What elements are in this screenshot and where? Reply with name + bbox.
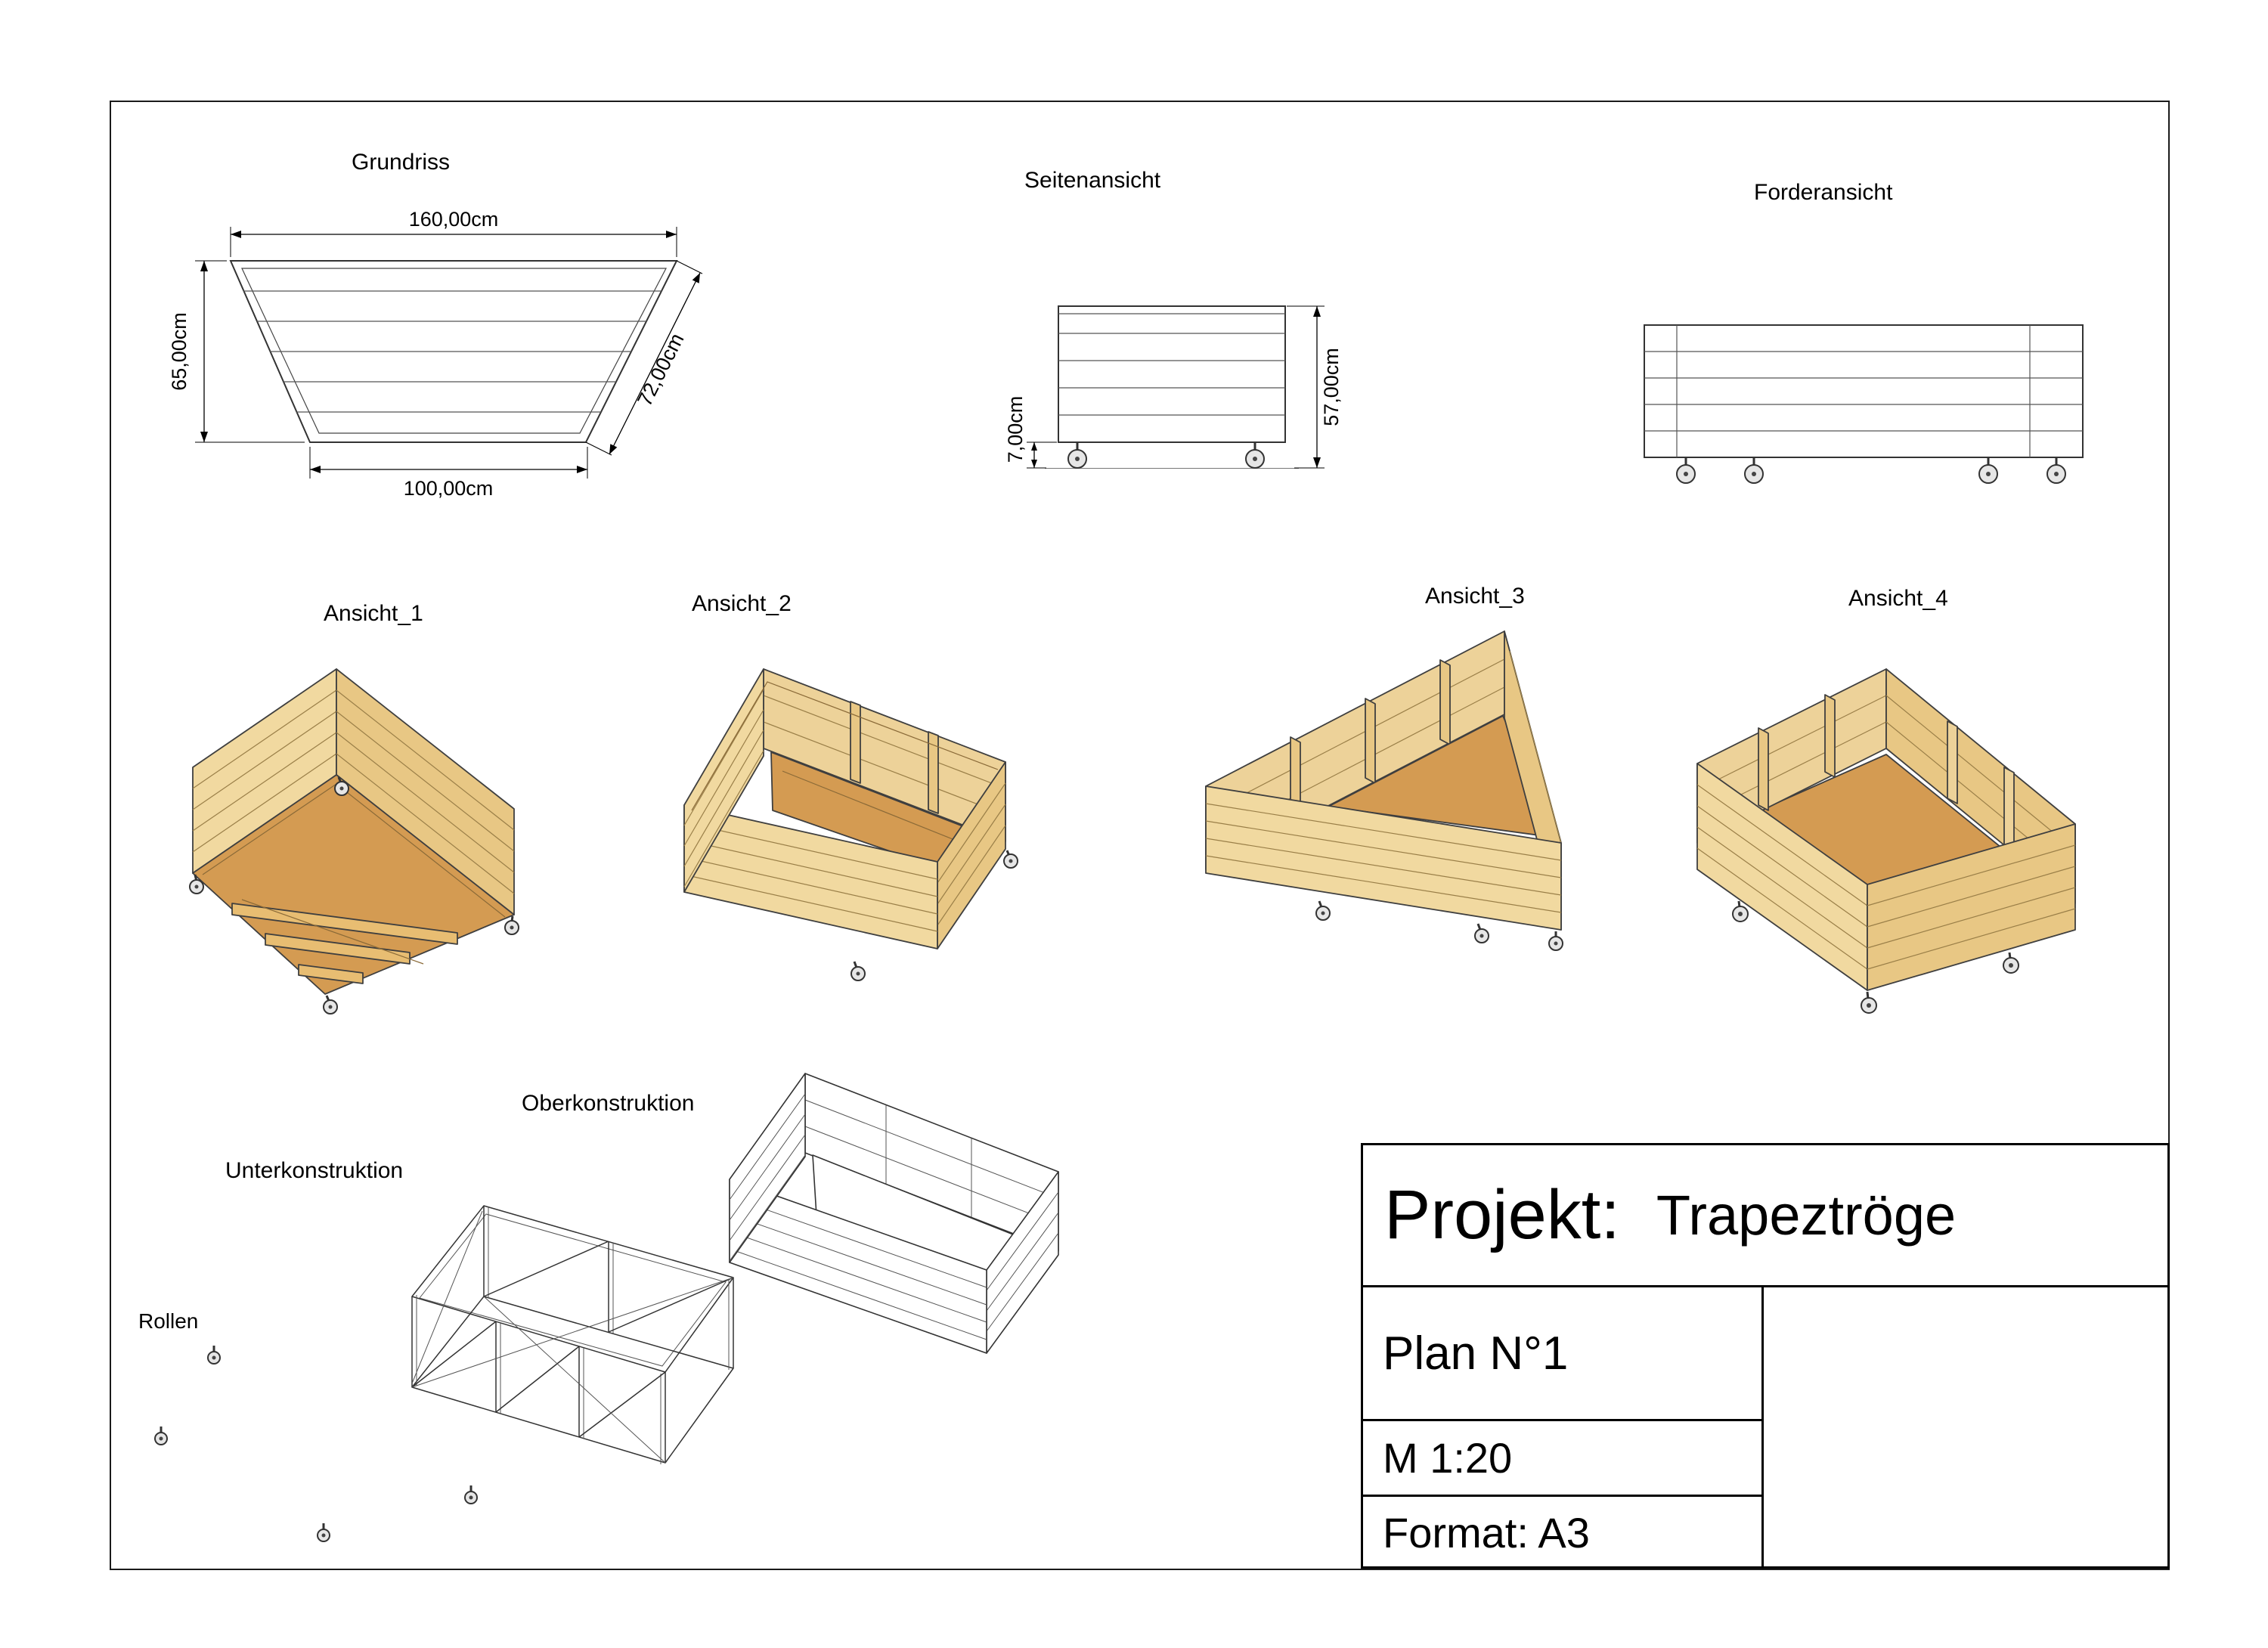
- project-label: Projekt:: [1384, 1176, 1620, 1253]
- caster-icon: [504, 915, 519, 935]
- ansicht1-drawing: [189, 668, 519, 1015]
- batten: [850, 701, 861, 784]
- caster-icon: [1978, 457, 1998, 484]
- forderansicht-label: Forderansicht: [1754, 180, 1893, 205]
- batten: [1365, 698, 1376, 784]
- format-value: Format: A3: [1383, 1509, 1590, 1557]
- caster-icon: [323, 995, 338, 1015]
- caster-icon: [1548, 931, 1563, 951]
- dimension-top: 160,00cm: [230, 208, 677, 257]
- grundriss-label: Grundriss: [352, 150, 451, 175]
- ansicht2-drawing: [683, 668, 1018, 981]
- caster-icon: [2046, 457, 2066, 484]
- caster-icon: [1003, 850, 1018, 869]
- caster-icon: [1315, 900, 1331, 921]
- plan-number: Plan N°1: [1383, 1327, 1569, 1380]
- seitenansicht-label: Seitenansicht: [1024, 168, 1161, 193]
- caster-icon: [1744, 457, 1764, 484]
- front-right-wall: [1867, 823, 2076, 991]
- project-name: Trapeztröge: [1656, 1184, 1957, 1247]
- dimension-bottom: 100,00cm: [309, 447, 588, 500]
- ansicht2-label: Ansicht_2: [692, 591, 792, 616]
- caster-icon: [1067, 442, 1087, 469]
- front-view-box: [1644, 324, 2084, 458]
- caster-icon: [1732, 900, 1749, 922]
- batten: [1947, 720, 1958, 804]
- caster-icon: [334, 776, 349, 796]
- unterkonstruktion-drawing: [411, 1205, 734, 1464]
- batten: [1824, 694, 1836, 778]
- seitenansicht-drawing: 57,00cm 7,00cm: [1004, 305, 1343, 469]
- forderansicht-drawing: [1644, 324, 2084, 484]
- end-wall-slant: [683, 668, 764, 893]
- caster-icon: [1474, 923, 1489, 943]
- joist: [231, 903, 458, 945]
- dimension-height: 57,00cm: [1287, 305, 1343, 469]
- ansicht3-drawing: [1205, 630, 1563, 951]
- rollen-label: Rollen: [138, 1309, 199, 1333]
- joist: [298, 964, 364, 984]
- caster-icon: [1676, 457, 1696, 484]
- ansicht1-label: Ansicht_1: [324, 601, 423, 626]
- ansicht4-label: Ansicht_4: [1848, 586, 1948, 611]
- batten: [928, 731, 939, 814]
- front-wall: [1205, 785, 1562, 931]
- dim-height-text: 57,00cm: [1320, 348, 1343, 426]
- scale-cell: M 1:20: [1363, 1421, 1761, 1497]
- title-block-left-column: Plan N°1 M 1:20 Format: A3: [1363, 1287, 1764, 1566]
- caster-icon: [189, 874, 204, 894]
- side-view-box: [1058, 305, 1286, 443]
- format-cell: Format: A3: [1363, 1497, 1761, 1569]
- caster-icon: [2003, 952, 2019, 974]
- batten: [1439, 659, 1451, 745]
- frame-members: [411, 1205, 734, 1464]
- dim-bottom-text: 100,00cm: [404, 477, 494, 500]
- caster-icon: [464, 1485, 478, 1504]
- unterkonstruktion-label: Unterkonstruktion: [225, 1158, 404, 1183]
- caster-icon: [850, 961, 866, 981]
- title-block: Projekt: Trapeztröge Plan N°1 M 1:20 For…: [1361, 1143, 2170, 1569]
- dimension-left: 65,00cm: [168, 260, 305, 443]
- joist: [265, 933, 411, 965]
- batten: [1758, 727, 1769, 811]
- plank-lines: [243, 290, 662, 413]
- title-block-project-row: Projekt: Trapeztröge: [1363, 1145, 2167, 1287]
- dim-wheel-text: 7,00cm: [1004, 396, 1027, 463]
- rollen-drawing: [154, 1346, 478, 1542]
- caster-icon: [317, 1523, 330, 1542]
- trapezoid-plan: [229, 260, 678, 443]
- frame-silhouette: [412, 1206, 733, 1463]
- oberkonstruktion-drawing: [729, 1073, 1059, 1354]
- ansicht4-drawing: [1696, 668, 2076, 1014]
- ansicht3-label: Ansicht_3: [1425, 584, 1525, 609]
- dim-diagonal-text: 72,00cm: [633, 330, 688, 410]
- dimension-wheel-height: 7,00cm: [1004, 396, 1057, 469]
- scale-value: M 1:20: [1383, 1434, 1513, 1482]
- caster-icon: [1245, 442, 1265, 469]
- plan-number-cell: Plan N°1: [1363, 1287, 1761, 1421]
- caster-icon: [1861, 991, 1877, 1014]
- oberkonstruktion-label: Oberkonstruktion: [522, 1091, 695, 1116]
- caster-icon: [207, 1346, 221, 1365]
- batten: [2003, 767, 2015, 850]
- grundriss-drawing: 160,00cm 65,00cm 100,00cm 72,00cm: [168, 208, 703, 500]
- dim-left-text: 65,00cm: [168, 312, 191, 391]
- dim-top-text: 160,00cm: [409, 208, 499, 231]
- caster-icon: [154, 1427, 168, 1445]
- title-block-empty-cell: [1764, 1287, 2167, 1566]
